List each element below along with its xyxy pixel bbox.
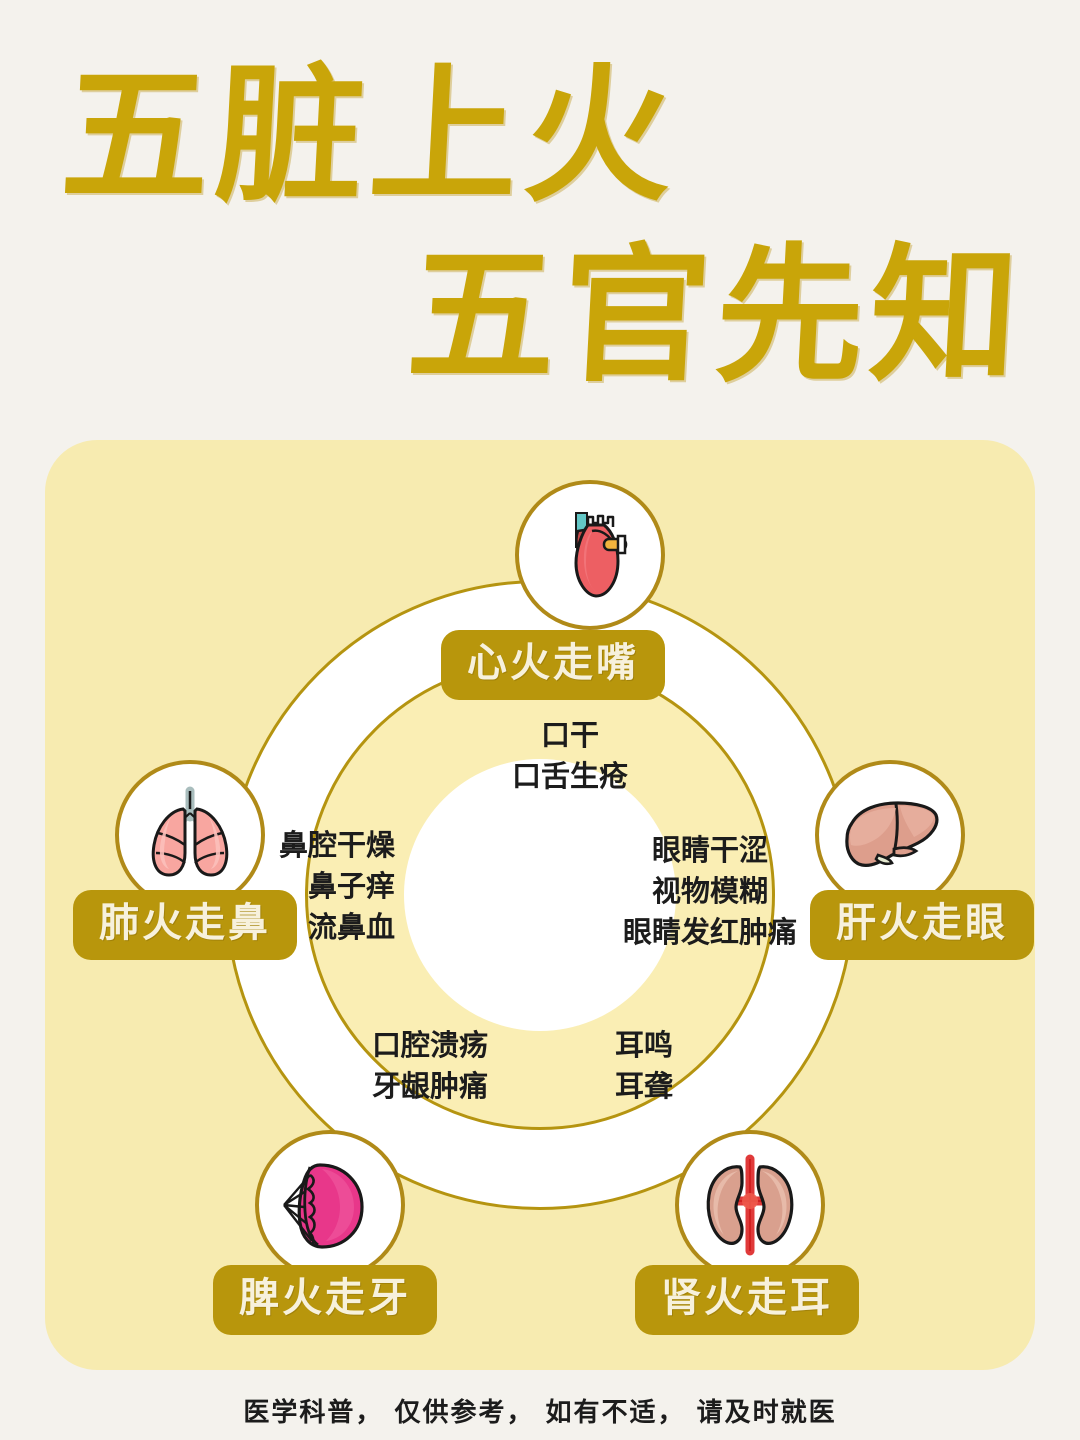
organ-label-lung[interactable]: 肺火走鼻 (73, 890, 297, 960)
symptom-item: 牙龈肿痛 (371, 1069, 488, 1104)
diagram-panel: 心火走嘴 口干 口舌生疮 肺火走鼻 鼻腔干燥 鼻子痒 (45, 440, 1035, 1370)
symptom-group-lung: 鼻腔干燥 鼻子痒 流鼻血 (175, 825, 395, 949)
symptom-item: 鼻腔干燥 (278, 828, 395, 862)
symptom-item: 鼻子痒 (307, 869, 395, 904)
symptom-item: 口舌生疮 (511, 759, 628, 794)
symptom-group-spleen: 口腔溃疡 牙龈肿痛 (320, 1025, 540, 1107)
organ-label-kidney[interactable]: 肾火走耳 (635, 1265, 859, 1335)
lungs-organ-icon (135, 783, 245, 887)
organ-circle-heart[interactable] (515, 480, 665, 630)
organ-circle-kidney[interactable] (675, 1130, 825, 1280)
symptom-item: 口腔溃疡 (371, 1028, 488, 1062)
symptom-item: 口干 (540, 718, 599, 752)
symptom-item: 耳聋 (615, 1069, 674, 1104)
footer-disclaimer: 医学科普， 仅供参考， 如有不适， 请及时就医 (243, 1398, 837, 1428)
symptom-item: 眼睛干涩 (651, 833, 768, 867)
symptom-item: 流鼻血 (307, 910, 395, 945)
organ-label-spleen[interactable]: 脾火走牙 (213, 1265, 437, 1335)
page-title-line-1: 五脏上火 (57, 50, 683, 222)
organ-circle-spleen[interactable] (255, 1130, 405, 1280)
symptom-item: 眼睛发红肿痛 (622, 915, 797, 950)
liver-organ-icon (834, 789, 946, 881)
title-block: 五脏上火 五官先知 (0, 0, 1080, 440)
kidneys-organ-icon (696, 1153, 804, 1257)
ring-center-circle (404, 759, 676, 1031)
symptom-group-heart: 口干 口舌生疮 (450, 715, 690, 797)
page-title-line-2: 五官先知 (403, 230, 1029, 402)
heart-organ-icon (538, 503, 642, 607)
spleen-organ-icon (276, 1153, 384, 1257)
symptom-item: 视物模糊 (651, 874, 768, 909)
symptom-group-kidney: 耳鸣 耳聋 (615, 1025, 815, 1107)
symptom-item: 耳鸣 (615, 1028, 674, 1062)
organ-label-liver[interactable]: 肝火走眼 (810, 890, 1034, 960)
organ-label-heart[interactable]: 心火走嘴 (441, 630, 665, 700)
symptom-group-liver: 眼睛干涩 视物模糊 眼睛发红肿痛 (575, 830, 845, 954)
organ-circle-liver[interactable] (815, 760, 965, 910)
